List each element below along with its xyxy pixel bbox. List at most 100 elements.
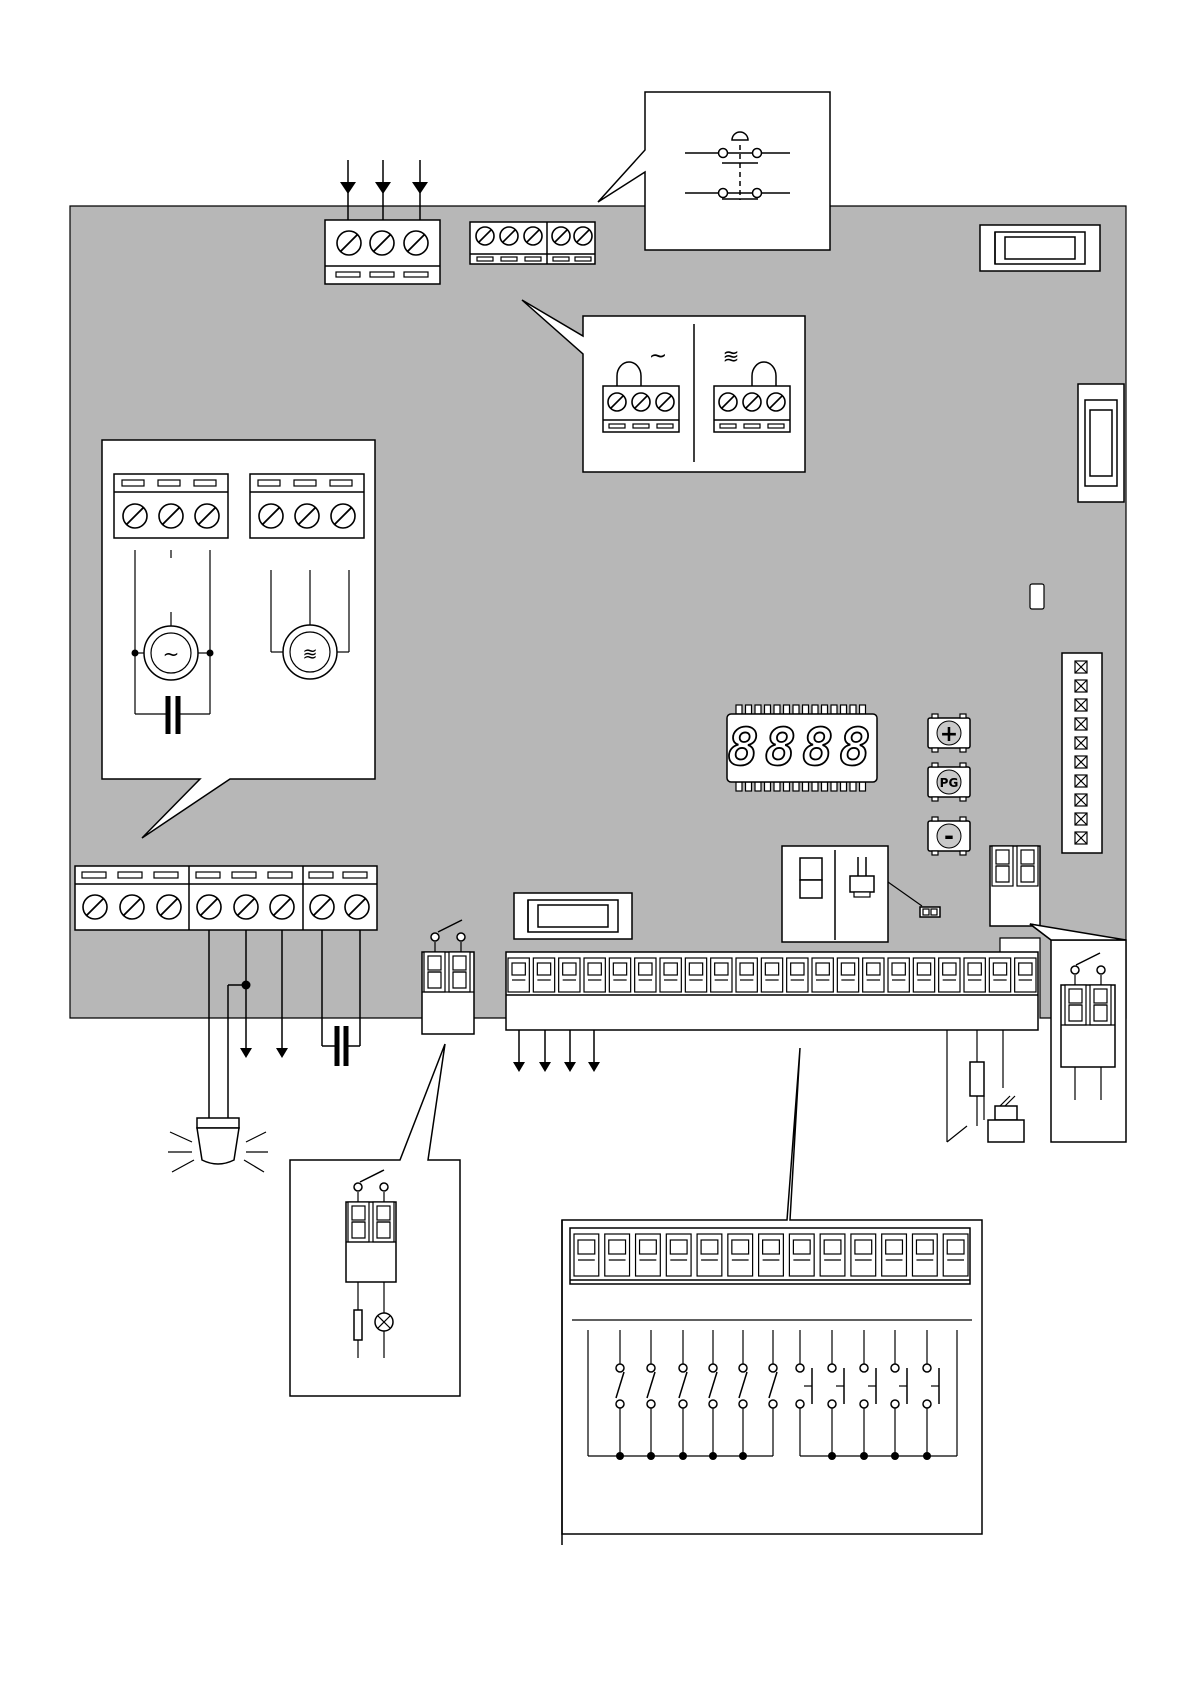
strip-terminal xyxy=(812,958,833,992)
display-pin xyxy=(822,782,828,791)
status-led xyxy=(1075,813,1087,825)
three-phase-motor-symbol: ≋ xyxy=(302,644,317,665)
pg-label: PG xyxy=(940,776,959,790)
led-indicator xyxy=(1030,584,1044,609)
single-phase-symbol: ~ xyxy=(649,344,667,369)
strip-terminal xyxy=(660,958,681,992)
display-pin xyxy=(755,782,761,791)
detail-terminal xyxy=(728,1234,753,1276)
display-pin xyxy=(793,705,799,714)
display-pin xyxy=(736,782,742,791)
display-pin xyxy=(812,705,818,714)
display-pin xyxy=(793,782,799,791)
display-pin xyxy=(850,782,856,791)
strip-terminal xyxy=(635,958,656,992)
detail-terminal xyxy=(697,1234,722,1276)
display-pin xyxy=(736,705,742,714)
display-pin xyxy=(774,705,780,714)
detail-terminal xyxy=(605,1234,630,1276)
fuse-bottom xyxy=(514,893,632,939)
display-pin xyxy=(831,782,837,791)
display-digits: 8888 xyxy=(727,718,876,778)
detail-terminal xyxy=(574,1234,599,1276)
motor-output-terminals xyxy=(75,866,377,930)
antenna-wiring xyxy=(947,1030,1024,1142)
display-pin xyxy=(746,782,752,791)
detail-terminal xyxy=(820,1234,845,1276)
strip-terminal xyxy=(761,958,782,992)
detail-terminal xyxy=(912,1234,937,1276)
display-pin xyxy=(841,705,847,714)
detail-terminal xyxy=(943,1234,968,1276)
strip-terminal xyxy=(685,958,706,992)
detail-terminal xyxy=(851,1234,876,1276)
stop-button-terminal xyxy=(470,222,595,264)
detail-terminal xyxy=(666,1234,691,1276)
display-pin xyxy=(850,705,856,714)
pg-button[interactable]: PG xyxy=(928,763,970,801)
display-pin xyxy=(822,705,828,714)
strip-terminal xyxy=(559,958,580,992)
display-pin xyxy=(774,782,780,791)
detail-terminal xyxy=(636,1234,661,1276)
plus-button[interactable]: + xyxy=(928,714,970,752)
display-pin xyxy=(765,782,771,791)
strip-terminal xyxy=(837,958,858,992)
motor-wiring-callout: ~ ≋ xyxy=(102,440,375,838)
display-pin xyxy=(841,782,847,791)
status-led xyxy=(1075,661,1087,673)
courtesy-light-callout xyxy=(290,1044,460,1396)
display-pin xyxy=(755,705,761,714)
strip-terminal xyxy=(964,958,985,992)
detail-terminal xyxy=(789,1234,814,1276)
strip-terminal xyxy=(609,958,630,992)
display-pin xyxy=(803,782,809,791)
strip-terminal xyxy=(939,958,960,992)
fuse-top xyxy=(980,225,1100,271)
fuse-right xyxy=(1078,384,1124,502)
status-led xyxy=(1075,699,1087,711)
seven-segment-display: 8888 xyxy=(727,705,877,791)
display-pin xyxy=(784,705,790,714)
control-input-terminal-strip xyxy=(506,952,1038,1030)
strip-terminal xyxy=(989,958,1010,992)
status-led xyxy=(1075,775,1087,787)
display-pin xyxy=(831,705,837,714)
strip-terminal xyxy=(508,958,529,992)
strip-terminal xyxy=(711,958,732,992)
display-pin xyxy=(803,705,809,714)
antenna-terminal xyxy=(990,846,1040,926)
status-led xyxy=(1075,718,1087,730)
display-pin xyxy=(860,705,866,714)
strip-terminal xyxy=(584,958,605,992)
control-inputs-detail-callout xyxy=(562,1048,982,1545)
power-input-terminal xyxy=(325,160,440,284)
status-led-column xyxy=(1062,653,1102,853)
minus-button[interactable]: - xyxy=(928,817,970,855)
strip-terminal xyxy=(736,958,757,992)
strip-terminal xyxy=(1015,958,1036,992)
plus-icon: + xyxy=(940,722,958,747)
flashing-lamp-icon xyxy=(168,1118,268,1172)
display-pin xyxy=(812,782,818,791)
strip-terminal xyxy=(863,958,884,992)
accessory-power-arrows xyxy=(513,1030,600,1072)
single-phase-motor-symbol: ~ xyxy=(163,642,180,666)
strip-terminal xyxy=(913,958,934,992)
strip-terminal xyxy=(533,958,554,992)
minus-icon: - xyxy=(944,822,954,850)
display-pin xyxy=(746,705,752,714)
status-led xyxy=(1075,832,1087,844)
three-phase-symbol: ≋ xyxy=(723,344,740,368)
display-pin xyxy=(860,782,866,791)
strip-terminal xyxy=(787,958,808,992)
status-led xyxy=(1075,737,1087,749)
status-led xyxy=(1075,794,1087,806)
detail-terminal xyxy=(759,1234,784,1276)
detail-terminal xyxy=(882,1234,907,1276)
strip-terminal xyxy=(888,958,909,992)
status-led xyxy=(1075,756,1087,768)
display-pin xyxy=(784,782,790,791)
display-pin xyxy=(765,705,771,714)
